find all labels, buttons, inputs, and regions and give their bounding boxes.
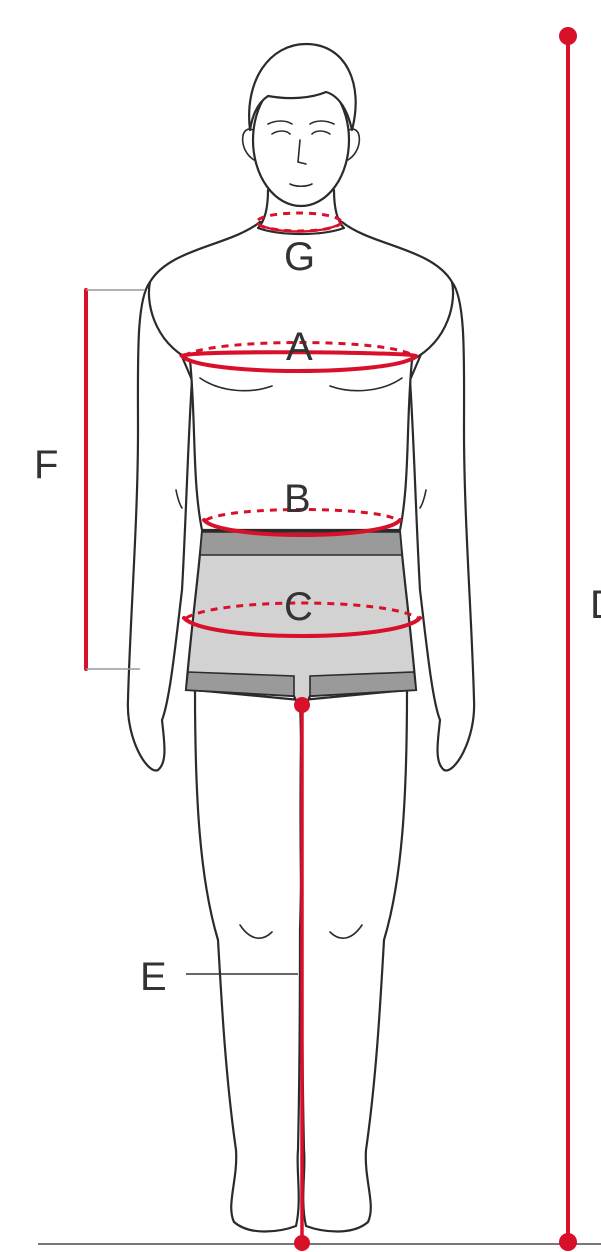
label-g: G [284, 235, 315, 279]
left-leg [195, 690, 302, 1232]
height-top-dot [559, 27, 577, 45]
inseam-top-dot [294, 697, 310, 713]
height-bottom-dot [559, 1233, 577, 1251]
label-c: C [284, 585, 313, 629]
label-d: D [590, 583, 601, 627]
right-leg [301, 690, 408, 1232]
label-f: F [34, 443, 58, 487]
height-measure [559, 27, 577, 1251]
label-a: A [286, 325, 313, 369]
inseam-bottom-dot [294, 1235, 310, 1251]
label-e: E [140, 955, 167, 999]
label-b: B [284, 477, 311, 521]
